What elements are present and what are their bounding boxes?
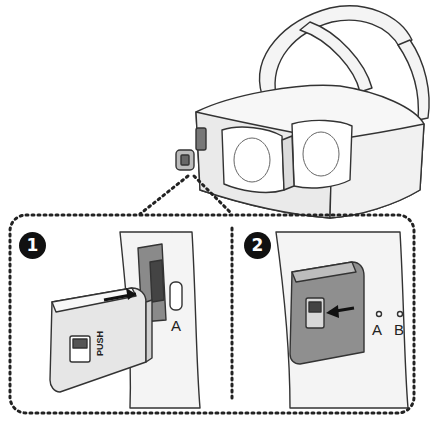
callout-number: 2: [252, 237, 264, 254]
part-marking: PUSH: [96, 331, 105, 356]
callout-circle: 1: [19, 232, 46, 259]
port-letter: A: [171, 318, 181, 333]
callout-number: 1: [27, 237, 39, 254]
callout-circle: 2: [244, 232, 271, 259]
port-letter: B: [394, 322, 404, 337]
port-letter: A: [372, 322, 382, 337]
